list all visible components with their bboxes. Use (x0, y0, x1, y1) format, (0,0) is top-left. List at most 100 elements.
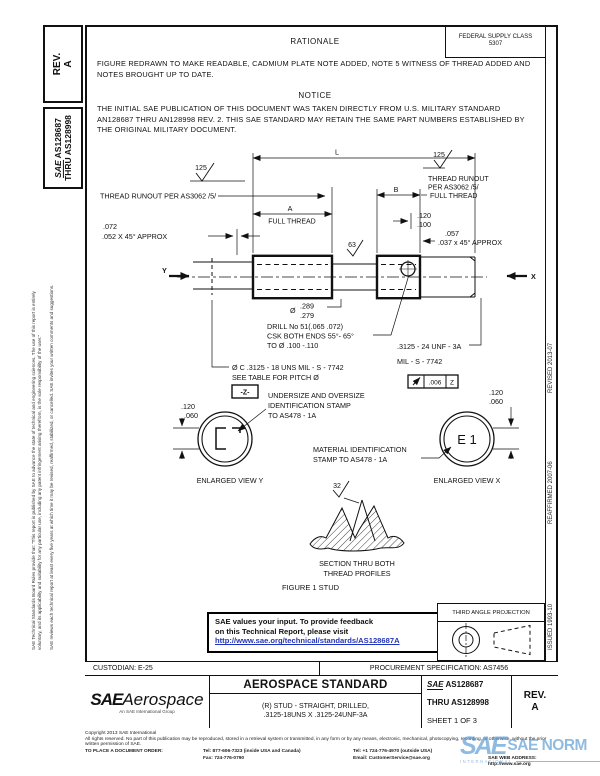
tel-inside: Tel: 877-606-7323 (inside USA and Canada… (203, 749, 301, 755)
feature-control-frame (407, 374, 459, 389)
chamfer-right-note: .037 x 45° APPROX (438, 238, 502, 247)
figure-caption: FIGURE 1 STUD (282, 583, 340, 592)
finish-63: 63 (348, 242, 356, 249)
logo-subtitle: An SAE International Group (119, 708, 175, 714)
procurement-cell: PROCUREMENT SPECIFICATION: AS7456 (369, 665, 509, 672)
left-runout-stub (193, 261, 253, 290)
watermark-text: SAE NORM (507, 737, 587, 754)
thread-right-note: .3125 - 24 UNF - 3A (397, 342, 462, 351)
runout-right-note: THREAD RUNOUT (428, 176, 489, 183)
sae-norm-watermark: SAE SAE NORM INTERNATIONAL (460, 734, 600, 764)
stamp-mark-e1: E 1 (457, 432, 477, 447)
finish-32: 32 (333, 483, 341, 490)
stamp-mark-outline (215, 427, 241, 450)
right-end-section (420, 256, 476, 298)
undersize-note: UNDERSIZE AND OVERSIZE (268, 391, 365, 400)
feedback-box: SAE values your input. To provide feedba… (207, 612, 445, 653)
custodian-cell: CUSTODIAN: E-25 (85, 662, 320, 675)
enlarged-views (173, 407, 519, 467)
doc-title-line: .3125-18UNS X .3125-24UNF-3A (263, 712, 368, 719)
watermark-sub-text: INTERNATIONAL (460, 759, 513, 764)
disclaimer-line: voluntary, and its applicability and sui… (36, 334, 42, 650)
doc-number-line: SAEAS128687 (53, 115, 65, 181)
right-thread-section (375, 254, 422, 300)
dim-120-100: .100 (417, 220, 431, 229)
thread-right-note: MIL - S - 7742 (397, 357, 442, 366)
material-leader (421, 446, 452, 459)
section-caption: THREAD PROFILES (323, 569, 390, 578)
undercut-dia-leader (327, 299, 342, 308)
pitch-note: Ø C .3125 - 18 UNS MIL - S - 7742 (232, 363, 344, 372)
order-row-2: Fax: 724-776-0790 Email: CustomerService… (85, 756, 558, 767)
sidebar-doc-text: SAEAS128687 THRU AS128998 (53, 115, 73, 181)
stamp-y-dim: .120 (181, 402, 195, 411)
view-y-label: Y (162, 266, 167, 275)
finish-125-right: 125 (433, 152, 445, 159)
standard-cell: AEROSPACE STANDARD (R) STUD - STRAIGHT, … (210, 676, 422, 728)
dim-b-label: B (394, 185, 399, 194)
overlay-thread-profile (349, 499, 376, 542)
runout-left-note: THREAD RUNOUT PER AS3062 /5/ (100, 192, 216, 201)
doc-title-line: (R) STUD - STRAIGHT, DRILLED, (262, 703, 369, 710)
drill-note: CSK BOTH ENDS 55°- 65° (267, 332, 354, 341)
copyright-line: Copyright 2013 SAE International (85, 731, 157, 736)
rev-value: A (62, 60, 74, 68)
stamp-x-dim: .060 (489, 397, 503, 406)
strip-reaffirmed: REAFFIRMED 2007-06 (548, 461, 554, 524)
doc-number: AS128687 (445, 680, 484, 689)
drill-hole-centermarks (399, 260, 417, 278)
notice-title: NOTICE (298, 91, 332, 100)
enlarged-view-x-circle (439, 411, 495, 467)
enlarged-view-y-caption: ENLARGED VIEW Y (197, 476, 264, 485)
chamfer-left-note: .052 X 45° APPROX (102, 232, 167, 241)
logo-text: SAEAerospace (90, 691, 203, 708)
footer-fine-print: Copyright 2013 SAE International All rig… (85, 731, 558, 767)
feedback-line: on this Technical Report, please visit (215, 626, 349, 636)
revision-strip-divider (545, 25, 546, 661)
surface-finish-icon (332, 480, 350, 498)
watermark-row: SAE SAE NORM (460, 732, 600, 760)
chamfer-left-note: .072 (103, 222, 117, 231)
logo-aerospace: Aerospace (122, 689, 204, 709)
chamfer-right-note: .057 (445, 229, 459, 238)
watermark-sae-logo: SAE (460, 732, 507, 760)
doc-title: (R) STUD - STRAIGHT, DRILLED, .3125-18UN… (210, 694, 421, 728)
doc-thru: THRU AS128998 (427, 698, 489, 707)
undersize-leader (237, 408, 267, 432)
undersize-note: IDENTIFICATION STAMP (268, 401, 351, 410)
margin-disclaimer-1: SAE Technical Standards Board Rules prov… (31, 158, 42, 650)
supply-class-value: 5307 (488, 41, 503, 47)
watermark-rule (515, 761, 600, 762)
notice-text: THE INITIAL SAE PUBLICATION OF THIS DOCU… (97, 104, 525, 134)
sheet-number: SHEET 1 OF 3 (427, 716, 477, 725)
spacer (85, 756, 203, 767)
undercut-dia: .279 (300, 311, 314, 320)
title-block: SAEAerospace An SAE International Group … (85, 676, 558, 728)
doc-number: AS128687 (53, 118, 64, 159)
runout-symbol-icon (412, 377, 421, 386)
enlarged-view-x-caption: ENLARGED VIEW X (434, 476, 501, 485)
rev-value: A (531, 702, 539, 713)
email: Email: CustomerService@sae.org (353, 755, 430, 761)
rights-line: All rights reserved. No part of this pub… (85, 736, 547, 748)
middle-undercut (332, 263, 377, 291)
runout-right-note: PER AS3062 /5/ (428, 185, 479, 192)
sidebar-rev-text: REV. A (52, 53, 74, 75)
supply-class-label: FEDERAL SUPPLY CLASS (458, 34, 533, 40)
datum-z-label: -Z- (241, 390, 251, 397)
section-caption: SECTION THRU BOTH (319, 559, 395, 568)
strip-issued: ISSUED 1993-10 (548, 603, 554, 650)
feedback-link[interactable]: http://www.sae.org/technical/standards/A… (215, 636, 400, 646)
sae-logo: SAE (427, 680, 444, 690)
watermark-subtitle: INTERNATIONAL (460, 759, 600, 764)
left-thread-minor-dia (257, 264, 328, 290)
order-label: TO PLACE A DOCUMENT ORDER: (85, 749, 163, 755)
undersize-note: TO AS478 - 1A (268, 411, 316, 420)
order-row-1: TO PLACE A DOCUMENT ORDER: Tel: 877-606-… (85, 749, 558, 755)
rev-label: REV. (51, 52, 63, 76)
full-thread-left: FULL THREAD (268, 219, 315, 226)
sae-aerospace-logo: SAEAerospace An SAE International Group (85, 676, 210, 728)
